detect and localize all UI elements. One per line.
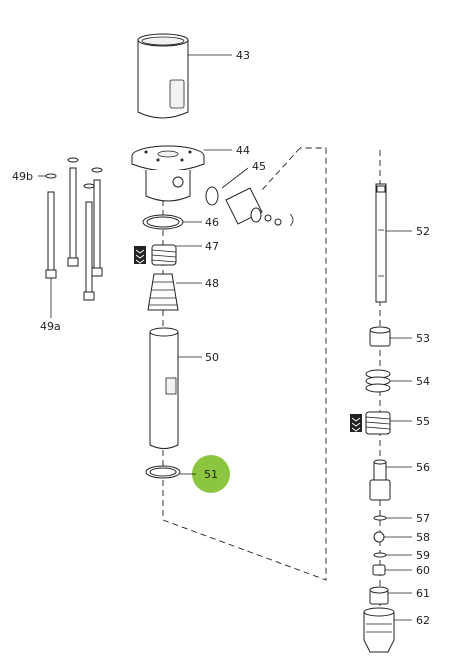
part-51-o-ring[interactable] xyxy=(145,465,181,479)
label-45: 45 xyxy=(252,160,266,173)
part-58-ball[interactable] xyxy=(373,531,385,543)
part-44-flange-housing[interactable] xyxy=(131,145,205,202)
label-56: 56 xyxy=(416,461,430,474)
label-61: 61 xyxy=(416,587,430,600)
part-43-sleeve[interactable] xyxy=(137,33,189,119)
part-59-washer[interactable] xyxy=(373,552,387,558)
label-59: 59 xyxy=(416,549,430,562)
label-44: 44 xyxy=(236,144,250,157)
part-47-spring[interactable] xyxy=(151,244,177,266)
part-49a-bolts[interactable] xyxy=(45,167,103,301)
part-60-sleeve[interactable] xyxy=(372,564,386,576)
part-53-bushing[interactable] xyxy=(369,326,391,347)
label-43: 43 xyxy=(236,49,250,62)
part-46-o-ring[interactable] xyxy=(142,214,184,230)
label-57: 57 xyxy=(416,512,430,525)
part-55-spring[interactable] xyxy=(365,411,391,435)
label-51: 51 xyxy=(204,468,218,481)
highlight-badge[interactable] xyxy=(192,455,230,493)
part-52-shaft[interactable] xyxy=(375,183,387,303)
label-62: 62 xyxy=(416,614,430,627)
label-49b: 49b xyxy=(12,170,33,183)
label-48: 48 xyxy=(205,277,219,290)
label-60: 60 xyxy=(416,564,430,577)
label-54: 54 xyxy=(416,375,430,388)
part-49b-washers[interactable] xyxy=(45,157,103,189)
part-56-spindle[interactable] xyxy=(369,459,391,501)
label-52: 52 xyxy=(416,225,430,238)
part-50-tube[interactable] xyxy=(149,327,179,449)
rotation-symbol-55 xyxy=(350,414,362,432)
part-61-cup[interactable] xyxy=(369,586,389,605)
part-54-spring[interactable] xyxy=(365,369,391,393)
label-58: 58 xyxy=(416,531,430,544)
part-45-pin-assembly[interactable] xyxy=(205,186,294,227)
label-50: 50 xyxy=(205,351,219,364)
label-49a: 49a xyxy=(40,320,61,333)
label-47: 47 xyxy=(205,240,219,253)
rotation-symbol-47 xyxy=(134,246,146,264)
label-46: 46 xyxy=(205,216,219,229)
part-48-conical-spring[interactable] xyxy=(147,273,179,311)
part-57-clip[interactable] xyxy=(373,515,387,521)
label-55: 55 xyxy=(416,415,430,428)
part-62-chuck-nut[interactable] xyxy=(363,607,395,653)
leader-lines xyxy=(38,54,412,621)
label-53: 53 xyxy=(416,332,430,345)
